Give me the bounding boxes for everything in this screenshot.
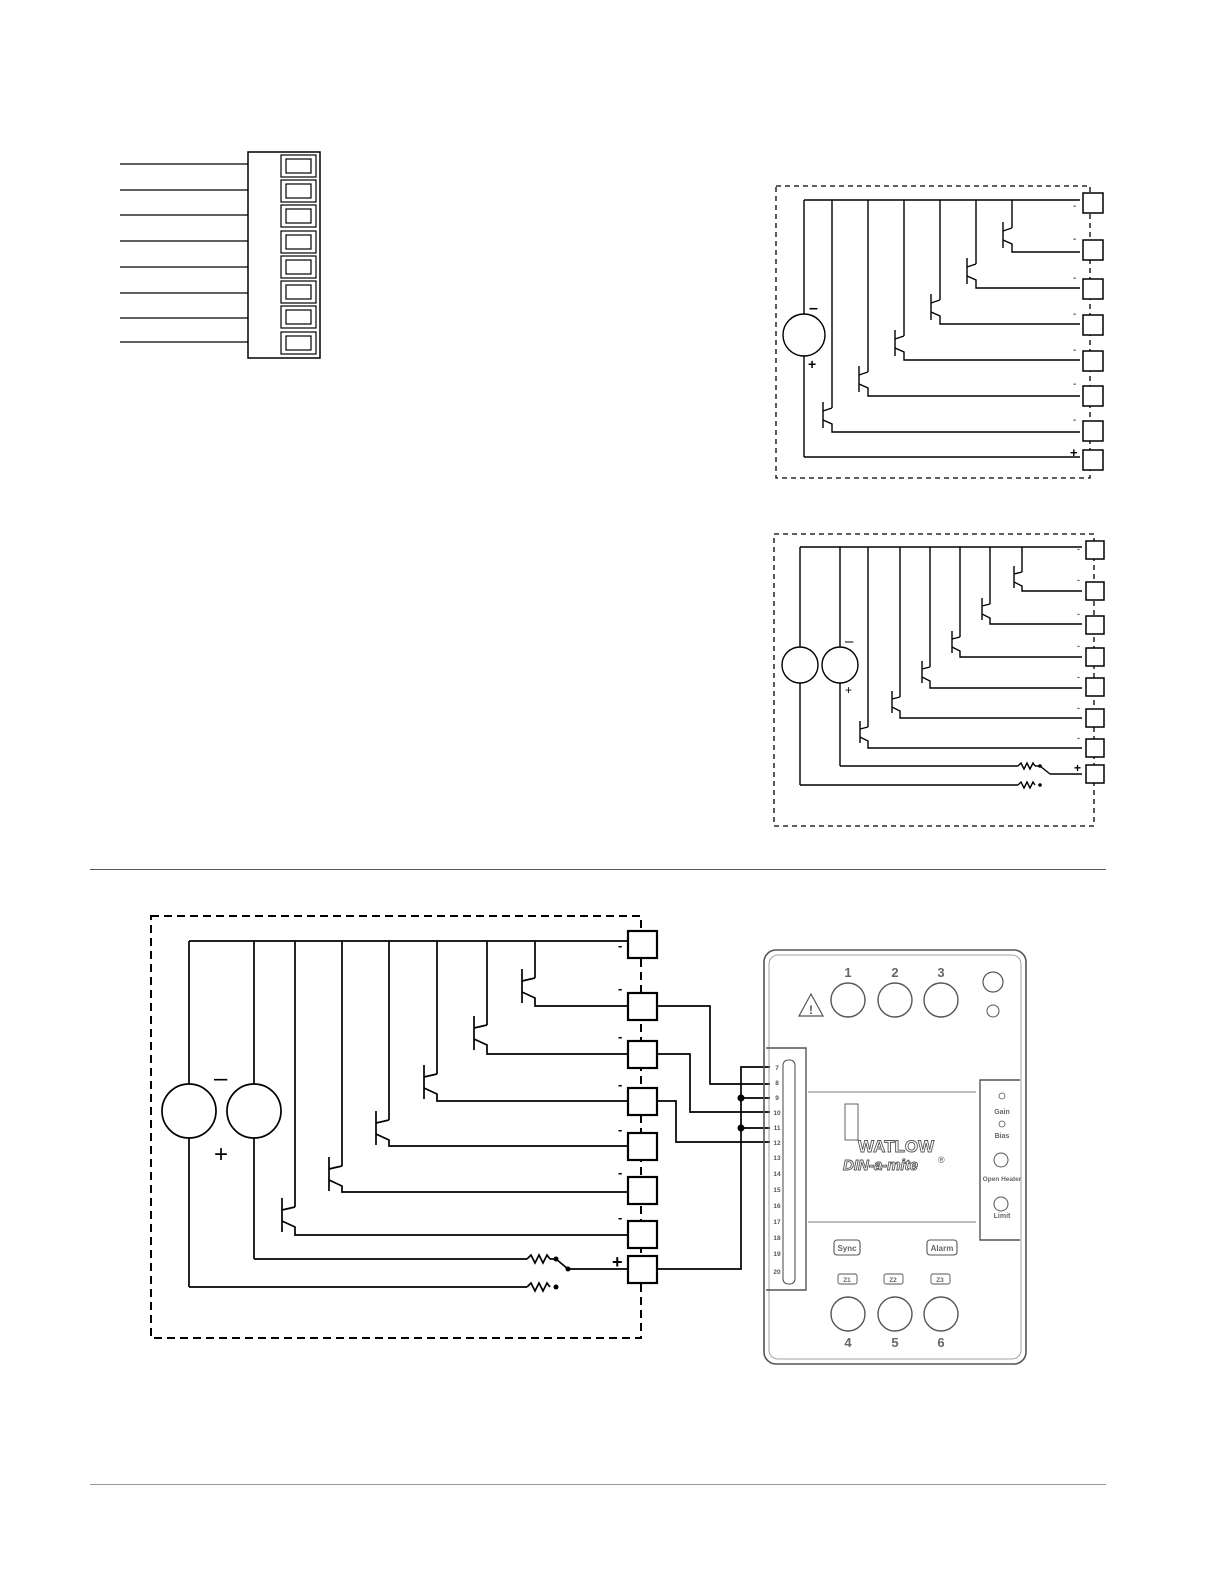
- svg-text:-: -: [1073, 345, 1076, 356]
- terminal-minus-label: -: [618, 1029, 622, 1044]
- terminal-number: 20: [773, 1269, 781, 1276]
- terminal-minus-label: -: [618, 1077, 622, 1092]
- terminal-number: 18: [773, 1235, 781, 1242]
- svg-text:+: +: [1074, 761, 1081, 775]
- terminal-number: 12: [773, 1140, 781, 1147]
- fuse-number-bottom: 4: [844, 1335, 852, 1350]
- zone-badge: Z2: [889, 1277, 897, 1284]
- fuse-number-top: 2: [891, 965, 898, 980]
- terminal-minus-label: -: [618, 1210, 622, 1225]
- diagram-b-sinking-outputs-alarm: - - - - - - - + – +: [774, 534, 1104, 826]
- model-name: DIN-a-mite: [843, 1157, 918, 1174]
- brand-name: WATLOW: [858, 1137, 935, 1156]
- diagram-a-minus: –: [809, 300, 818, 317]
- sync-badge: Sync: [837, 1244, 857, 1253]
- terminal-minus-label: -: [618, 981, 622, 996]
- terminal-number: 16: [773, 1203, 781, 1210]
- diagram-b-minus: –: [845, 633, 854, 650]
- zone-badge: Z3: [936, 1277, 944, 1284]
- svg-text:-: -: [1077, 672, 1080, 682]
- svg-text:-: -: [1077, 703, 1080, 713]
- svg-text:-: -: [1077, 641, 1080, 651]
- terminal-number: 14: [773, 1171, 781, 1178]
- terminal-number: 19: [773, 1251, 781, 1258]
- terminal-number: 9: [775, 1095, 779, 1102]
- svg-text:-: -: [1077, 609, 1080, 619]
- source-minus-label: –: [214, 1065, 228, 1092]
- registered-mark: ®: [938, 1155, 945, 1165]
- terminal-minus-label: -: [618, 1122, 622, 1137]
- din-a-mite-controller: ! 1 2 3 4 5 6 7 8 9 10 11 12 13 14 15 16…: [764, 950, 1026, 1364]
- terminal-number: 7: [775, 1065, 779, 1072]
- svg-text:-: -: [1073, 273, 1076, 284]
- alarm-badge: Alarm: [931, 1244, 954, 1253]
- terminal-minus-label: -: [618, 938, 622, 953]
- fuse-number-top: 3: [937, 965, 944, 980]
- svg-text:-: -: [1073, 201, 1076, 212]
- terminal-minus-label: -: [618, 1165, 622, 1180]
- terminal-number: 10: [773, 1110, 781, 1117]
- open-heater-button-label: Open Heater: [983, 1176, 1022, 1183]
- terminal-number: 13: [773, 1155, 781, 1162]
- limit-button-label: Limit: [994, 1213, 1011, 1220]
- svg-text:+: +: [1070, 445, 1078, 460]
- zone-badge: Z1: [843, 1277, 851, 1284]
- diagram-a-sinking-outputs: - - - - - - - + – +: [776, 186, 1103, 478]
- diagram-a-plus: +: [808, 356, 816, 372]
- fuse-number-bottom: 6: [937, 1335, 944, 1350]
- svg-text:-: -: [1077, 544, 1080, 554]
- terminal-number: 17: [773, 1219, 781, 1226]
- terminal-plus-label: +: [612, 1252, 623, 1272]
- fuse-number-bottom: 5: [891, 1335, 898, 1350]
- svg-text:-: -: [1077, 733, 1080, 743]
- terminal-number: 11: [774, 1125, 781, 1132]
- svg-text:-: -: [1073, 415, 1076, 426]
- svg-text:!: !: [809, 1003, 813, 1017]
- svg-text:-: -: [1073, 379, 1076, 390]
- terminal-block-connector: [120, 152, 320, 358]
- svg-text:-: -: [1073, 309, 1076, 320]
- diagram-b-plus: +: [845, 683, 852, 697]
- terminal-number: 15: [773, 1187, 781, 1194]
- led-gain-label: Gain: [994, 1109, 1010, 1116]
- fuse-number-top: 1: [844, 965, 851, 980]
- source-plus-label: +: [214, 1141, 228, 1168]
- svg-text:-: -: [1077, 575, 1080, 585]
- svg-text:-: -: [1073, 234, 1076, 245]
- terminal-number: 8: [775, 1080, 779, 1087]
- diagram-c-wiring-to-din-a-mite: - - - - - - - + – +: [151, 916, 1026, 1364]
- led-bias-label: Bias: [995, 1133, 1010, 1140]
